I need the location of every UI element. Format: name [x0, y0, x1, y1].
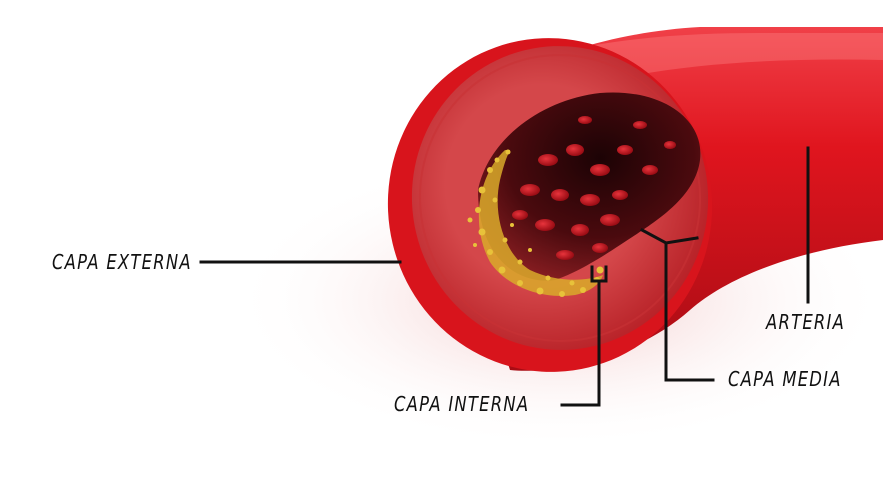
blood-cells — [512, 116, 676, 260]
plaque-deposit — [478, 150, 603, 296]
plaque-particles — [467, 149, 604, 297]
media-fiber-ring — [418, 54, 702, 342]
leader-lines — [199, 146, 810, 407]
artery-highlight — [560, 33, 883, 78]
label-arteria: ARTERIA — [766, 310, 846, 334]
label-capa-externa: CAPA EXTERNA — [52, 250, 192, 274]
label-capa-media: CAPA MEDIA — [728, 367, 842, 391]
label-capa-interna: CAPA INTERNA — [394, 392, 530, 416]
lumen — [478, 92, 701, 281]
